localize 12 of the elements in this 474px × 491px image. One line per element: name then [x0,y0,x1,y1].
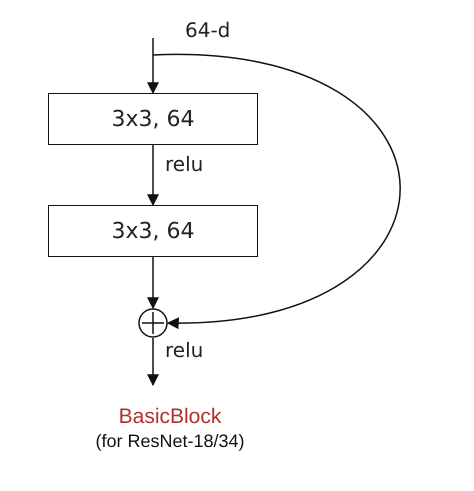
arrow [147,38,159,94]
layer-label: 3x3, 64 [112,218,194,244]
title: BasicBlock [118,405,222,429]
arrow [147,257,159,310]
layer-label: 3x3, 64 [112,106,194,132]
arrow [147,338,159,386]
layer-box [48,205,258,257]
arrow [147,145,159,206]
caption: (for ResNet-18/34) [94,431,246,452]
layer-box [48,93,258,145]
arrow [152,54,401,328]
sum-circle [138,308,168,338]
